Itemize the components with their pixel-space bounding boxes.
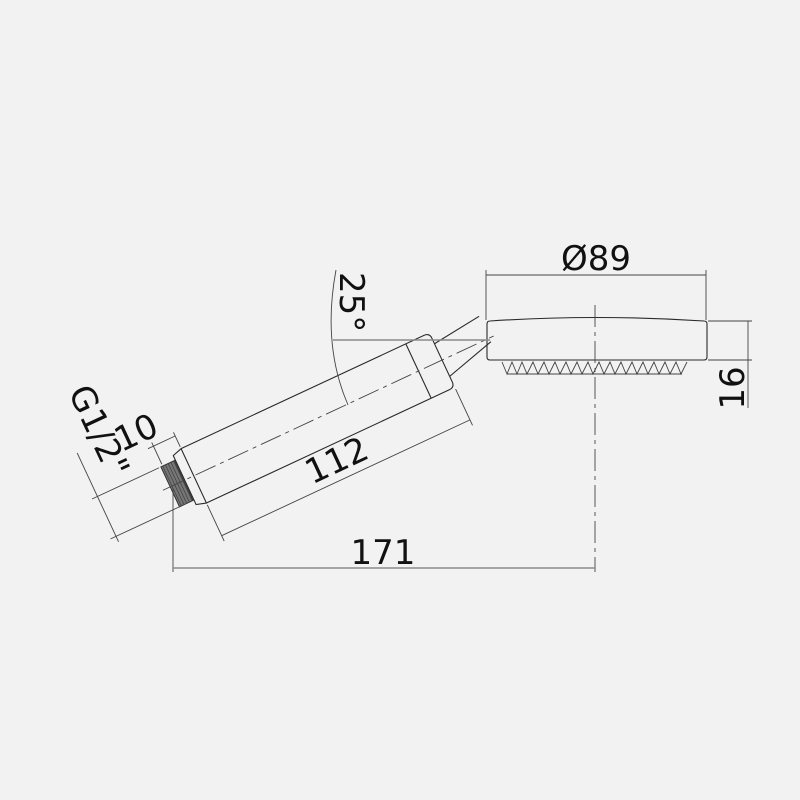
neck [434, 315, 492, 377]
dim-angle-label: 25° [331, 272, 371, 332]
dim-height-label: 16 [713, 366, 753, 409]
nozzles [501, 360, 688, 376]
dim-thread [76, 452, 187, 542]
dim-overall-label: 171 [351, 533, 416, 573]
dim-angle: 25° [330, 269, 490, 406]
dim-diameter: Ø89 [485, 239, 707, 320]
dim-height: 16 [708, 320, 753, 410]
dim-overall: 171 [172, 488, 595, 573]
dim-112-label: 112 [299, 429, 375, 493]
shower-head [486, 316, 708, 376]
handle-axis [162, 335, 494, 491]
dim-diameter-label: Ø89 [561, 239, 631, 279]
handle: 112 10 [76, 315, 494, 542]
